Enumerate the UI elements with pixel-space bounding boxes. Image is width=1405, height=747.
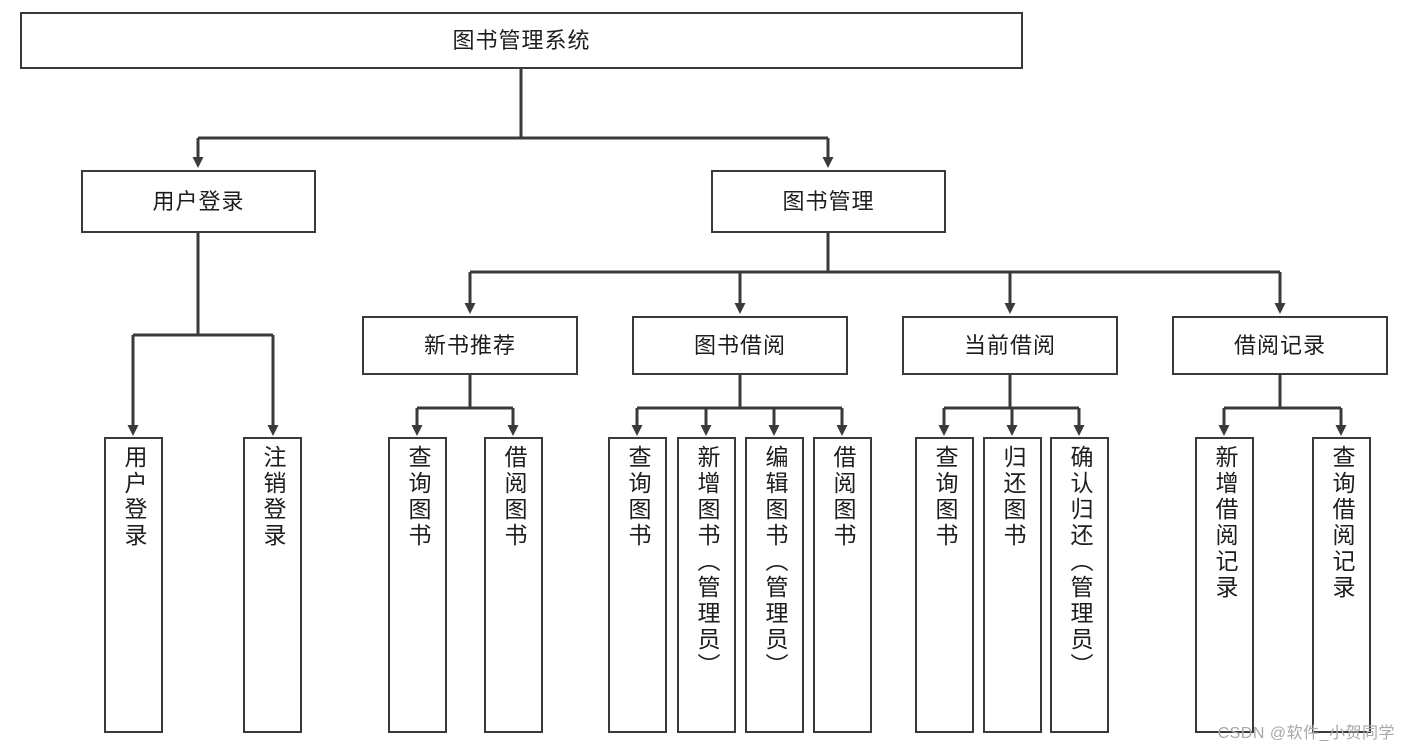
leaf-query-book-borrow[interactable]: 查询图书	[608, 437, 667, 733]
node-label: 编辑图书（管理员）	[762, 445, 788, 679]
node-label: 查询图书	[405, 445, 431, 549]
node-label: 新增图书（管理员）	[694, 445, 720, 679]
leaf-edit-book-admin[interactable]: 编辑图书（管理员）	[745, 437, 804, 733]
leaf-borrow-book-newbook[interactable]: 借阅图书	[484, 437, 543, 733]
node-label: 查询借阅记录	[1329, 445, 1355, 601]
node-book-borrow[interactable]: 图书借阅	[632, 316, 848, 375]
node-label: 新书推荐	[423, 332, 516, 358]
leaf-query-book-current[interactable]: 查询图书	[915, 437, 974, 733]
node-book-management[interactable]: 图书管理	[711, 170, 946, 233]
node-label: 归还图书	[1000, 445, 1026, 549]
node-label: 图书管理	[782, 188, 875, 214]
node-label: 新增借阅记录	[1212, 445, 1238, 601]
leaf-query-book-newbook[interactable]: 查询图书	[388, 437, 447, 733]
leaf-borrow-book[interactable]: 借阅图书	[813, 437, 872, 733]
node-user-login[interactable]: 用户登录	[81, 170, 316, 233]
node-label: 图书管理系统	[452, 27, 591, 53]
leaf-confirm-return-admin[interactable]: 确认归还（管理员）	[1050, 437, 1109, 733]
node-label: 当前借阅	[963, 332, 1056, 358]
node-label: 借阅图书	[501, 445, 527, 549]
node-label: 图书借阅	[693, 332, 786, 358]
node-label: 注销登录	[260, 445, 286, 549]
node-label: 借阅记录	[1233, 332, 1326, 358]
leaf-add-book-admin[interactable]: 新增图书（管理员）	[677, 437, 736, 733]
leaf-query-borrow-record[interactable]: 查询借阅记录	[1312, 437, 1371, 733]
node-label: 确认归还（管理员）	[1067, 445, 1093, 679]
leaf-user-login[interactable]: 用户登录	[104, 437, 163, 733]
node-root-system[interactable]: 图书管理系统	[20, 12, 1023, 69]
node-current-borrow[interactable]: 当前借阅	[902, 316, 1118, 375]
node-borrow-record[interactable]: 借阅记录	[1172, 316, 1388, 375]
node-label: 借阅图书	[830, 445, 856, 549]
node-label: 查询图书	[625, 445, 651, 549]
node-new-book-recommend[interactable]: 新书推荐	[362, 316, 578, 375]
leaf-logout-login[interactable]: 注销登录	[243, 437, 302, 733]
leaf-return-book[interactable]: 归还图书	[983, 437, 1042, 733]
leaf-add-borrow-record[interactable]: 新增借阅记录	[1195, 437, 1254, 733]
node-label: 用户登录	[121, 445, 147, 549]
node-label: 查询图书	[932, 445, 958, 549]
watermark: CSDN @软件_小贺同学	[1217, 725, 1395, 742]
node-label: 用户登录	[152, 188, 245, 214]
